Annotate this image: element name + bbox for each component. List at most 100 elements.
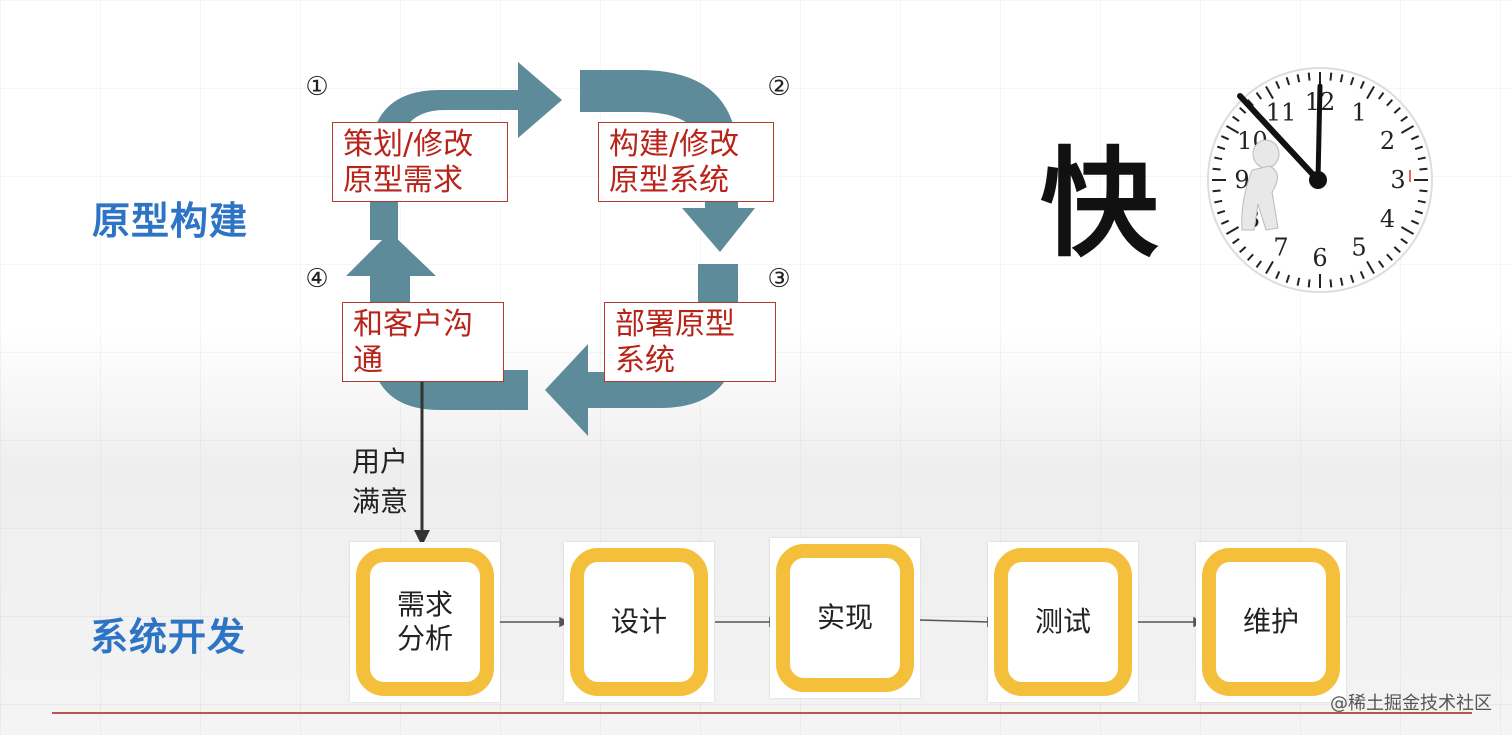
step-text: 设计 — [586, 564, 692, 680]
clock-number: 1 — [1351, 98, 1366, 126]
user-satisfied-label: 用户 满意 — [352, 442, 408, 522]
cycle-arrow-1 — [370, 62, 562, 240]
clock-tick — [1239, 106, 1247, 114]
step-label-build-line2: 原型系统 — [609, 163, 729, 198]
prototype-section-title: 原型构建 — [92, 199, 249, 243]
clock-tick — [1296, 277, 1301, 286]
clock-tick — [1275, 270, 1281, 280]
clock-tick — [1216, 209, 1226, 215]
clock-number: 9 — [1234, 166, 1249, 194]
clock-tick — [1339, 74, 1344, 83]
clock-tick — [1349, 274, 1355, 284]
clock-tick — [1255, 92, 1263, 100]
clock-tick — [1339, 277, 1344, 286]
clock-tick — [1329, 72, 1333, 81]
clock-tick — [1212, 167, 1221, 171]
clock-tick — [1285, 274, 1291, 284]
clock-tick — [1232, 237, 1240, 245]
waterfall-step-requirements: 需求分析 — [350, 542, 500, 702]
step-number-1: ① — [305, 72, 329, 102]
clock-tick — [1246, 99, 1254, 107]
clock-tick — [1349, 76, 1355, 86]
clock-tick — [1265, 85, 1274, 100]
clock-tick — [1419, 189, 1428, 193]
step-text-line1: 需求 — [396, 588, 453, 621]
clock-tick — [1410, 135, 1420, 141]
clock-tick — [1329, 279, 1333, 288]
clock-tick — [1400, 226, 1415, 235]
step-label-build-line1: 构建/修改 — [609, 127, 740, 162]
clock-tick — [1377, 260, 1385, 268]
step-text-line2: 分析 — [396, 622, 453, 655]
clock-tick — [1265, 260, 1274, 275]
clock-number: 7 — [1273, 234, 1288, 262]
clock-tick — [1239, 246, 1247, 254]
user-satisfied-line2: 满意 — [352, 485, 409, 518]
clock-tick — [1285, 76, 1291, 86]
clock-tick — [1307, 279, 1311, 288]
clock-number: 5 — [1351, 234, 1366, 262]
clock-tick — [1216, 145, 1226, 151]
clock-tick — [1225, 125, 1240, 134]
clock-number: 3 — [1390, 166, 1405, 194]
clock-tick — [1414, 209, 1424, 215]
waterfall-step-maintenance: 维护 — [1196, 542, 1346, 702]
clock-tick — [1417, 156, 1426, 161]
clock-tick — [1220, 135, 1230, 141]
step-text: 测试 — [1010, 564, 1116, 680]
clock-tick — [1296, 74, 1301, 83]
step-label-deploy-line1: 部署原型 — [615, 307, 735, 342]
step-label-communicate-line1: 和客户沟 — [353, 307, 473, 342]
step-label-plan-line2: 原型需求 — [343, 163, 463, 198]
clock-tick — [1410, 219, 1420, 225]
cycle-arrow-2 — [580, 70, 755, 252]
clock-tick — [1366, 85, 1375, 100]
clock-number: 6 — [1312, 244, 1327, 272]
clock-tick — [1393, 246, 1401, 254]
clock-number: 4 — [1380, 205, 1395, 233]
step-number-4: ④ — [305, 264, 329, 294]
clock-tick — [1400, 237, 1408, 245]
development-section-title: 系统开发 — [90, 615, 247, 659]
clock-tick — [1214, 156, 1223, 161]
step-label-plan: 策划/修改 原型需求 — [332, 122, 508, 202]
watermark-text: @稀土掘金技术社区 — [1330, 693, 1492, 714]
clock-tick — [1212, 189, 1221, 193]
step-label-communicate-line2: 通 — [353, 343, 383, 378]
clock-tick — [1275, 80, 1281, 90]
step-number-2: ② — [767, 72, 791, 102]
step-label-build: 构建/修改 原型系统 — [598, 122, 774, 202]
step-label-deploy: 部署原型 系统 — [604, 302, 776, 382]
waterfall-step-testing: 测试 — [988, 542, 1138, 702]
step-number-3: ③ — [767, 264, 791, 294]
clock-tick — [1386, 99, 1394, 107]
clock-tick — [1359, 270, 1365, 280]
clock-tick — [1307, 72, 1311, 81]
step-label-plan-line1: 策划/修改 — [343, 127, 474, 162]
clock-tick — [1419, 167, 1428, 171]
bottom-divider — [52, 712, 1472, 714]
clock-tick — [1246, 253, 1254, 261]
clock-tick — [1225, 226, 1240, 235]
clock-tick — [1220, 219, 1230, 225]
clock-tick — [1393, 106, 1401, 114]
step-text: 维护 — [1218, 564, 1324, 680]
clock-tick — [1400, 125, 1415, 134]
cycle-arrow-3 — [545, 264, 738, 436]
clock-tick — [1417, 199, 1426, 204]
clock-tick — [1214, 199, 1223, 204]
clock-tick — [1386, 253, 1394, 261]
fast-calligraphy-char: 快 — [1040, 134, 1159, 273]
step-text: 实现 — [792, 560, 898, 676]
clock-number: 11 — [1266, 98, 1297, 126]
clock-tick — [1400, 115, 1408, 123]
clock-tick — [1255, 260, 1263, 268]
step-label-communicate: 和客户沟 通 — [342, 302, 504, 382]
clock-tick — [1366, 260, 1375, 275]
step-label-deploy-line2: 系统 — [615, 343, 675, 378]
clock-tick — [1414, 145, 1424, 151]
step-text: 需求分析 — [372, 564, 478, 680]
waterfall-step-design: 设计 — [564, 542, 714, 702]
clock-icon: 121234567891011 — [1207, 67, 1433, 293]
user-satisfied-line1: 用户 — [352, 445, 409, 478]
